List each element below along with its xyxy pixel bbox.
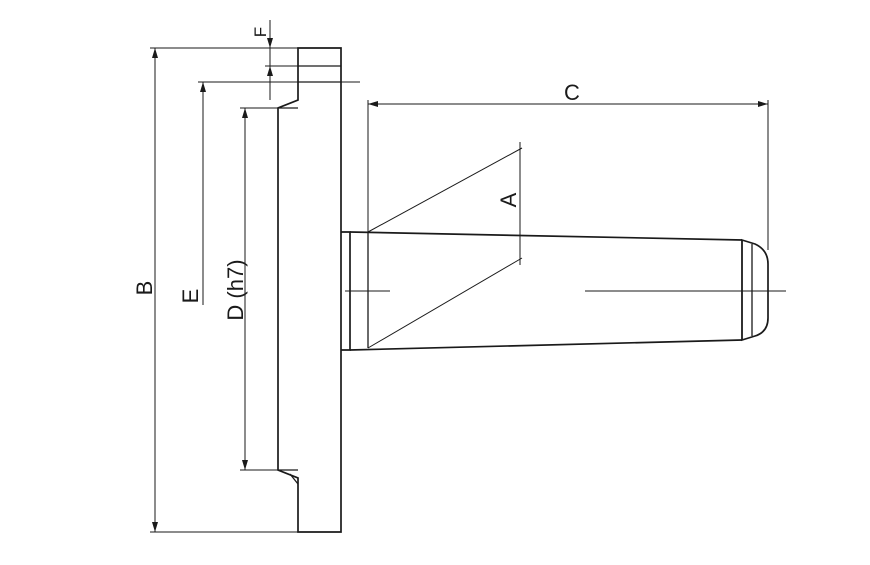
flange-body <box>277 47 342 533</box>
flange-section <box>277 47 342 533</box>
dimension-f <box>265 20 298 100</box>
label-c: C <box>564 80 580 105</box>
dimension-c <box>367 100 769 250</box>
dimension-d <box>240 107 278 471</box>
tapered-shank <box>341 231 786 351</box>
angle-dimension-a <box>367 142 523 349</box>
label-d: D (h7) <box>223 259 248 320</box>
label-a: A <box>496 192 521 207</box>
label-b: B <box>132 281 157 296</box>
label-f: F <box>251 27 270 37</box>
label-e: E <box>178 289 203 304</box>
dimension-e <box>198 81 360 305</box>
